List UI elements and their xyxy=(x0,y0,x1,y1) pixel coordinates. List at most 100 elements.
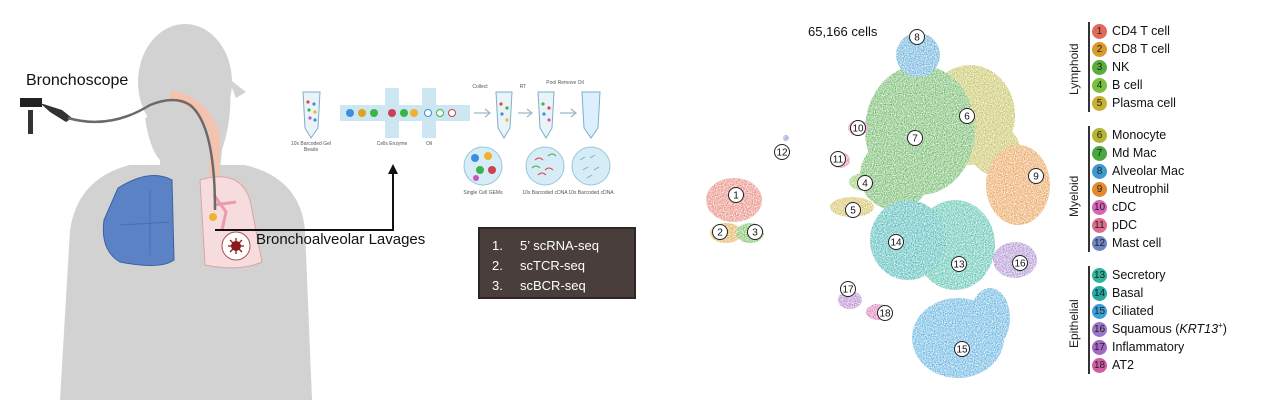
oil-caption: Oil xyxy=(425,141,433,147)
cluster-15-badge: 15 xyxy=(954,341,970,357)
virus-icon xyxy=(221,231,251,261)
legend-badge: 10 xyxy=(1092,199,1107,215)
bal-label: Bronchoalveolar Lavages xyxy=(256,231,426,248)
legend-badge: 18 xyxy=(1092,357,1107,373)
method-item: 1.5’ scRNA-seq xyxy=(492,237,599,253)
legend-label: Inflammatory xyxy=(1112,340,1185,354)
cluster-16-badge: 16 xyxy=(1012,255,1028,271)
legend-item: 11 pDC xyxy=(1092,216,1137,234)
svg-text:16: 16 xyxy=(1014,259,1026,270)
svg-text:18: 18 xyxy=(879,309,891,320)
legend-label: Squamous (KRT13+) xyxy=(1112,321,1227,337)
method-item: 3.scBCR-seq xyxy=(492,277,586,293)
cluster-8-badge: 8 xyxy=(909,29,925,45)
legend-label: Md Mac xyxy=(1112,146,1157,160)
legend-label: CD8 T cell xyxy=(1112,42,1170,56)
legend-label: Basal xyxy=(1112,286,1144,300)
legend-label: Ciliated xyxy=(1112,304,1154,318)
cluster-3-badge: 3 xyxy=(747,224,763,240)
legend-badge: 11 xyxy=(1092,217,1107,233)
legend-badge: 12 xyxy=(1092,235,1107,251)
group-bracket xyxy=(1088,22,1090,112)
svg-text:12: 12 xyxy=(776,148,788,159)
legend-badge: 14 xyxy=(1092,285,1107,301)
group-label: Lymphoid xyxy=(1067,43,1081,95)
svg-text:6: 6 xyxy=(964,112,970,123)
cdna-caption-2: 10x Barcoded cDNA xyxy=(568,190,614,196)
tenx-workflow xyxy=(302,88,611,186)
svg-text:4: 4 xyxy=(862,179,868,190)
cluster-9-badge: 9 xyxy=(1028,168,1044,184)
legend-badge: 16 xyxy=(1092,321,1107,337)
legend-label: Neutrophil xyxy=(1112,182,1169,196)
legend-label: Secretory xyxy=(1112,268,1166,282)
pool-caption: Pool Remove Oil xyxy=(546,80,584,86)
legend-item: 16 Squamous (KRT13+) xyxy=(1092,320,1227,338)
cluster-12-badge: 12 xyxy=(774,144,790,160)
collect-caption: Collect xyxy=(472,84,488,90)
cell-count: 65,166 cells xyxy=(808,24,878,39)
legend-item: 7 Md Mac xyxy=(1092,144,1156,162)
svg-text:14: 14 xyxy=(890,238,902,249)
legend-label: Alveolar Mac xyxy=(1112,164,1185,178)
cluster-4-badge: 4 xyxy=(857,175,873,191)
svg-text:3: 3 xyxy=(752,228,758,239)
legend-label: AT2 xyxy=(1112,358,1134,372)
legend-badge: 2 xyxy=(1092,41,1107,57)
svg-text:5: 5 xyxy=(850,206,856,217)
svg-text:11: 11 xyxy=(833,155,844,166)
cluster-14-cells xyxy=(870,200,946,280)
cluster-5-badge: 5 xyxy=(845,202,861,218)
legend-label: pDC xyxy=(1112,218,1138,232)
svg-text:13: 13 xyxy=(953,260,965,271)
legend-item: 9 Neutrophil xyxy=(1092,180,1169,198)
group-label: Epithelial xyxy=(1067,299,1081,348)
legend-item: 13 Secretory xyxy=(1092,266,1166,284)
legend-badge: 8 xyxy=(1092,163,1107,179)
legend-badge: 6 xyxy=(1092,127,1107,143)
legend-label: B cell xyxy=(1112,78,1143,92)
legend-badge: 7 xyxy=(1092,145,1107,161)
legend-label: CD4 T cell xyxy=(1112,24,1170,38)
svg-text:10: 10 xyxy=(852,124,864,135)
cluster-12-cells xyxy=(783,135,789,141)
cluster-11-badge: 11 xyxy=(830,151,846,167)
svg-text:17: 17 xyxy=(842,285,854,296)
cdna-caption-1: 10x Barcoded cDNA xyxy=(522,190,568,196)
svg-text:8: 8 xyxy=(914,33,920,44)
methods-box: 1.5’ scRNA-seq 2.scTCR-seq 3.scBCR-seq xyxy=(478,227,636,299)
legend-item: 3 NK xyxy=(1092,58,1129,76)
cluster-9-cells xyxy=(986,145,1050,225)
bal-arrow xyxy=(215,172,394,231)
group-bracket xyxy=(1088,126,1090,252)
bronchoscope-icon xyxy=(20,98,217,211)
cluster-6-badge: 6 xyxy=(959,108,975,124)
group-label: Myeloid xyxy=(1067,175,1081,217)
legend-badge: 13 xyxy=(1092,267,1107,283)
svg-text:1: 1 xyxy=(733,191,739,202)
cluster-8-cells xyxy=(896,33,940,77)
cluster-17-badge: 17 xyxy=(840,281,856,297)
legend-badge: 4 xyxy=(1092,77,1107,93)
gems-caption: Single Cell GEMs xyxy=(463,190,503,196)
legend-item: 6 Monocyte xyxy=(1092,126,1166,144)
svg-text:7: 7 xyxy=(912,134,918,145)
cluster-14-badge: 14 xyxy=(888,234,904,250)
legend-badge: 3 xyxy=(1092,59,1107,75)
legend-label: NK xyxy=(1112,60,1130,74)
legend-item: 18 AT2 xyxy=(1092,356,1134,374)
svg-text:2: 2 xyxy=(717,228,723,239)
legend-label: Monocyte xyxy=(1112,128,1167,142)
legend-badge: 9 xyxy=(1092,181,1107,197)
svg-text:15: 15 xyxy=(956,345,968,356)
legend-item: 2 CD8 T cell xyxy=(1092,40,1170,58)
legend-badge: 5 xyxy=(1092,95,1107,111)
bronchoscope-label: Bronchoscope xyxy=(26,72,129,89)
